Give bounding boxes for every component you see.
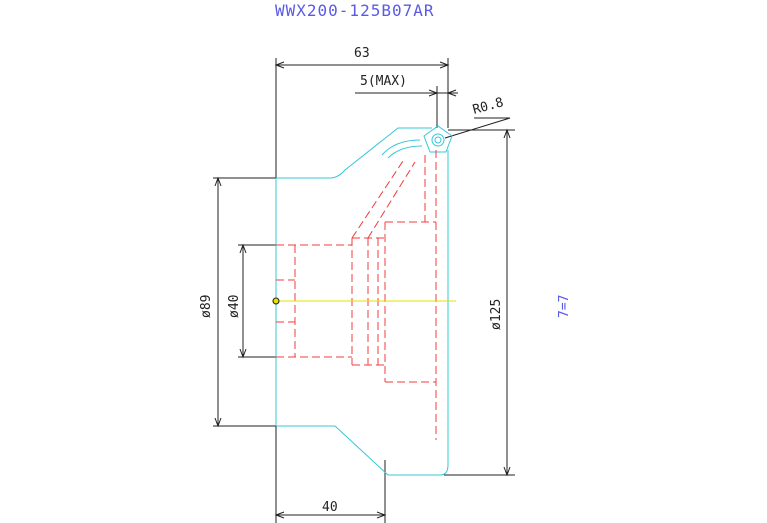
hidden-lines <box>276 150 437 440</box>
dim-overall-length: 63 <box>354 46 370 61</box>
dim-max-depth: 5(MAX) <box>360 74 407 89</box>
dim-corner-radius: R0.8 <box>471 95 505 118</box>
insert <box>423 125 453 153</box>
dimension-lines <box>213 58 515 523</box>
dim-diameter-shank: ø89 <box>199 295 214 318</box>
drawing-title: WWX200-125B07AR <box>275 1 435 20</box>
center-point <box>272 297 280 305</box>
dim-body-length: 40 <box>322 500 338 515</box>
drawing-note: 7=7 <box>557 295 572 318</box>
dim-diameter-bore: ø40 <box>227 295 242 318</box>
dim-diameter-outer: ø125 <box>489 299 504 330</box>
